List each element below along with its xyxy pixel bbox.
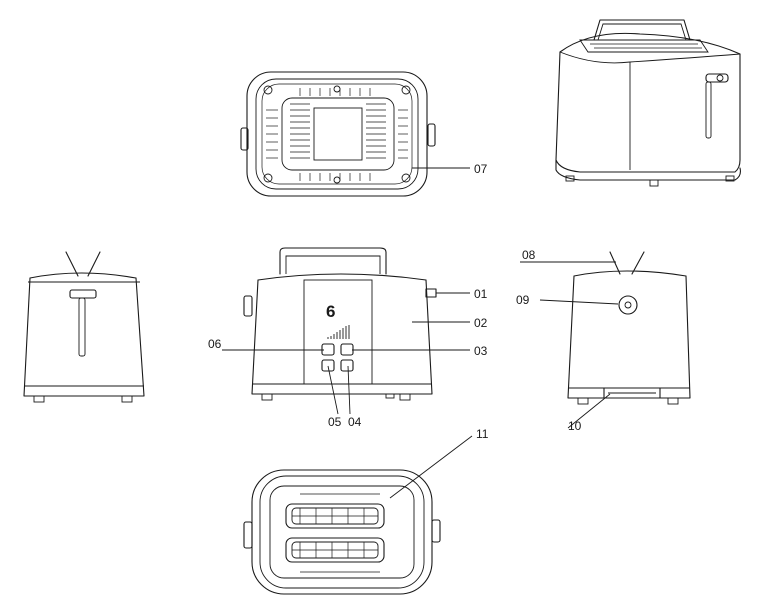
callout-05: 05: [328, 415, 342, 429]
button-04[interactable]: [340, 359, 354, 372]
button-05[interactable]: [321, 359, 335, 372]
callout-07: 07: [474, 162, 488, 176]
callout-10: 10: [568, 419, 582, 433]
callout-08: 08: [522, 248, 536, 262]
callout-04: 04: [348, 415, 362, 429]
front-view: 6: [243, 247, 437, 401]
browning-level-display: 6: [326, 302, 335, 321]
callout-01: 01: [474, 287, 488, 301]
callout-03: 03: [474, 344, 488, 358]
callout-11: 11: [476, 427, 489, 441]
callout-09: 09: [516, 293, 530, 307]
perspective-view: [555, 19, 741, 187]
callout-leaders: [222, 167, 619, 499]
callout-02: 02: [474, 316, 488, 330]
button-06[interactable]: [321, 343, 335, 356]
side-view-left: [23, 251, 145, 403]
callout-06: 06: [208, 337, 222, 351]
button-03[interactable]: [340, 343, 354, 356]
side-view-right: [567, 251, 691, 405]
bottom-view: [240, 71, 436, 197]
top-view: [243, 469, 441, 595]
